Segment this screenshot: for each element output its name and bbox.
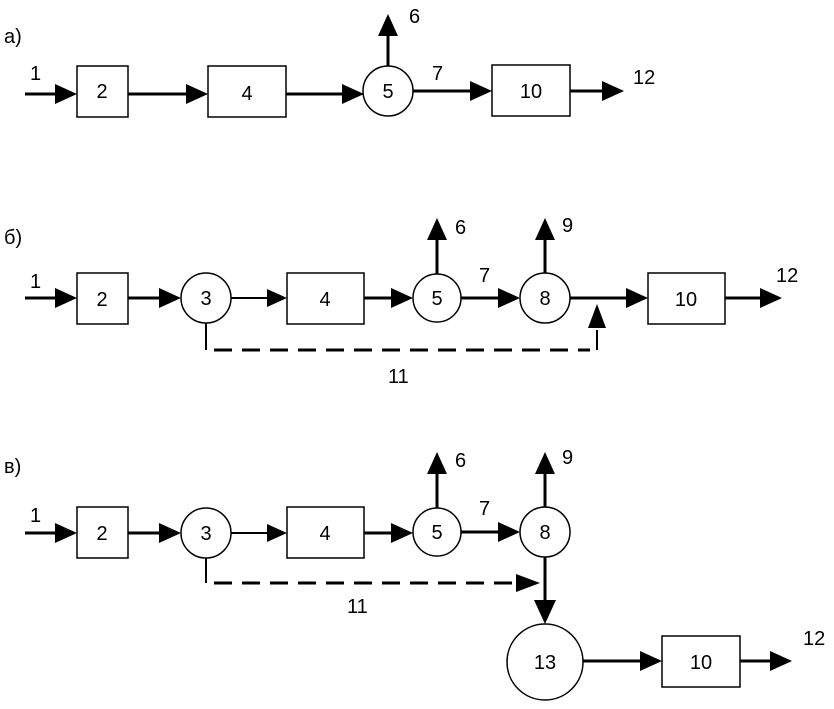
panel-a-unit-2-label: 2 (96, 81, 107, 103)
panel-c-unit-4: 4 (286, 506, 365, 559)
panel-b-node-8: 8 (519, 272, 571, 324)
panel-b-unit-10: 10 (647, 272, 726, 325)
panel-b-node-3: 3 (180, 272, 232, 324)
panel-c-node-5-label: 5 (431, 522, 442, 544)
panel-c-unit-10: 10 (661, 635, 741, 688)
panel-c: в) 1 2 3 4 (4, 447, 825, 701)
panel-a-output-6-label: 6 (409, 6, 420, 28)
panel-c-arrow-2-3 (128, 523, 181, 543)
panel-a-node-5-label: 5 (382, 81, 393, 103)
panel-a-arrow-2-4 (128, 84, 208, 104)
panel-a: а) 1 2 4 5 6 7 (4, 6, 655, 118)
panel-a-unit-4: 4 (207, 65, 287, 118)
panel-a-input-arrow (25, 84, 77, 104)
panel-c-arrow-5-8 (461, 522, 520, 542)
panel-c-input-label: 1 (30, 505, 41, 527)
panel-c-arrow-up-6 (427, 452, 447, 508)
panel-c-node-13: 13 (506, 623, 584, 701)
panel-b-unit-10-label: 10 (675, 289, 697, 311)
panel-a-arrow-up-6 (378, 14, 398, 66)
panel-b-input-label: 1 (30, 271, 41, 293)
panel-c-arrow-13-10 (583, 651, 662, 671)
panel-b-input-arrow (25, 288, 77, 308)
panel-c-arrow-3-4 (231, 524, 287, 542)
panel-b-arrow-up-9 (535, 218, 555, 273)
panel-a-stream-7-label: 7 (432, 63, 443, 85)
panel-c-unit-10-label: 10 (690, 652, 712, 674)
panel-b-arrow-2-3 (128, 288, 181, 308)
panel-b-node-5: 5 (412, 273, 462, 323)
panel-c-output-6-label: 6 (455, 450, 466, 472)
panel-b-arrow-5-8 (461, 288, 520, 308)
panel-a-arrow-4-5 (286, 84, 364, 104)
panel-c-arrow-4-5 (364, 523, 413, 543)
panel-b-bypass-line-11 (205, 304, 606, 352)
panel-b-node-8-label: 8 (539, 288, 550, 310)
panel-c-stream-7-label: 7 (479, 498, 490, 520)
panel-b-label: б) (4, 227, 22, 249)
panel-b-arrow-4-5 (364, 288, 413, 308)
panel-c-node-13-label: 13 (534, 652, 556, 674)
panel-c-output-9-label: 9 (562, 447, 573, 469)
panel-b-unit-4: 4 (286, 272, 365, 325)
panel-b-node-3-label: 3 (200, 288, 211, 310)
panel-a-label: а) (4, 26, 22, 48)
panel-c-arrow-up-9 (535, 452, 555, 507)
panel-b-output-12-label: 12 (776, 265, 798, 287)
panel-a-arrow-5-10 (413, 81, 492, 101)
panel-c-input-arrow (25, 523, 77, 543)
panel-b-arrow-up-6 (427, 218, 447, 274)
panel-b-stream-7-label: 7 (479, 265, 490, 287)
panel-b-output-6-label: 6 (455, 217, 466, 239)
panel-c-arrow-8-13 (534, 557, 556, 624)
panel-c-output-arrow (740, 651, 792, 671)
panel-a-output-12-label: 12 (633, 67, 655, 89)
panel-c-unit-4-label: 4 (319, 523, 330, 545)
panel-b-output-9-label: 9 (562, 215, 573, 237)
panel-b-unit-2-label: 2 (96, 289, 107, 311)
panel-a-unit-10: 10 (491, 64, 571, 117)
panel-b: б) 1 2 3 4 (4, 215, 798, 388)
panel-c-node-5: 5 (412, 507, 462, 557)
panel-c-output-12-label: 12 (803, 628, 825, 650)
panel-a-unit-2: 2 (76, 65, 129, 118)
panel-b-unit-2: 2 (76, 272, 129, 325)
panel-b-output-arrow (725, 288, 782, 308)
panel-c-node-8: 8 (519, 506, 571, 558)
panel-c-unit-2-label: 2 (96, 523, 107, 545)
panel-b-unit-4-label: 4 (319, 289, 330, 311)
panel-b-arrow-8-10 (570, 288, 648, 308)
panel-a-output-arrow (570, 81, 624, 101)
panel-b-arrow-3-4 (231, 289, 287, 307)
panel-b-bypass-11-label: 11 (388, 366, 409, 388)
panel-c-node-8-label: 8 (539, 522, 550, 544)
panel-c-unit-2: 2 (76, 506, 129, 559)
panel-a-input-label: 1 (30, 63, 41, 85)
panel-a-node-5: 5 (362, 65, 414, 117)
panel-b-node-5-label: 5 (431, 288, 442, 310)
panel-c-bypass-11-label: 11 (347, 596, 368, 618)
panel-c-bypass-line-11 (205, 558, 540, 592)
panel-a-unit-10-label: 10 (520, 81, 542, 103)
panel-c-node-3-label: 3 (200, 523, 211, 545)
panel-c-label: в) (4, 456, 21, 478)
panel-c-node-3: 3 (180, 507, 232, 559)
panel-a-unit-4-label: 4 (241, 83, 252, 105)
